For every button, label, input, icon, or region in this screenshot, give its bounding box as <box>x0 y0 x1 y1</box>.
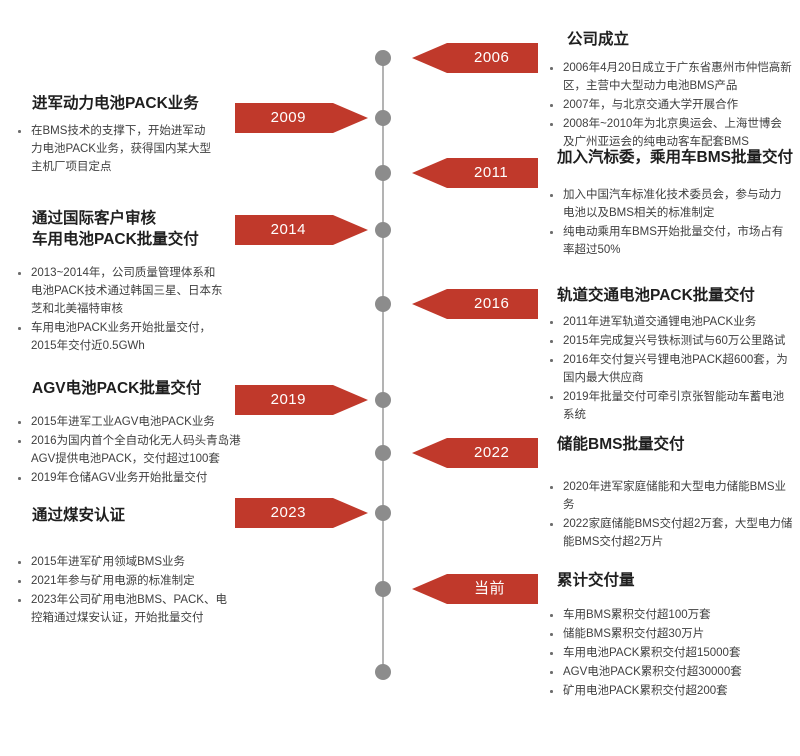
event-bullets-2016: 2011年进军轨道交通锂电池PACK业务 2015年完成复兴号铁标测试与60万公… <box>548 313 788 425</box>
list-item: 2015年进军工业AGV电池PACK业务 <box>16 413 248 431</box>
timeline-dot <box>375 50 391 66</box>
list-item: 2013~2014年，公司质量管理体系和电池PACK技术通过韩国三星、日本东芝和… <box>16 264 224 318</box>
list-item: 车用电池PACK累积交付超15000套 <box>548 644 788 662</box>
list-item: 2020年进军家庭储能和大型电力储能BMS业务 <box>548 478 796 514</box>
event-bullets-current: 车用BMS累积交付超100万套 储能BMS累积交付超30万片 车用电池PACK累… <box>548 606 788 701</box>
event-heading-2023: 通过煤安认证 <box>32 507 126 524</box>
list-item: 2019年仓储AGV业务开始批量交付 <box>16 469 248 487</box>
event-bullets-2009: 在BMS技术的支撑下，开始进军动力电池PACK业务，获得国内某大型主机厂项目定点 <box>16 122 216 177</box>
event-bullets-2006: 2006年4月20日成立于广东省惠州市仲恺高新区，主营中大型动力电池BMS产品 … <box>548 59 792 152</box>
timeline-dot <box>375 165 391 181</box>
timeline-dot <box>375 392 391 408</box>
year-banner-2023[interactable]: 2023 <box>235 498 368 528</box>
list-item: 在BMS技术的支撑下，开始进军动力电池PACK业务，获得国内某大型主机厂项目定点 <box>16 122 216 176</box>
year-banner-2016[interactable]: 2016 <box>412 289 538 319</box>
timeline-dot <box>375 110 391 126</box>
list-item: 2015年进军矿用领域BMS业务 <box>16 553 234 571</box>
timeline-dot <box>375 664 391 680</box>
timeline-spine <box>382 57 384 672</box>
timeline-dot <box>375 505 391 521</box>
event-bullets-2011: 加入中国汽车标准化技术委员会，参与动力电池以及BMS相关的标准制定 纯电动乘用车… <box>548 186 786 260</box>
event-bullets-2022: 2020年进军家庭储能和大型电力储能BMS业务 2022家庭储能BMS交付超2万… <box>548 478 796 552</box>
year-banner-2014[interactable]: 2014 <box>235 215 368 245</box>
list-item: 2023年公司矿用电池BMS、PACK、电控箱通过煤安认证，开始批量交付 <box>16 591 234 627</box>
event-heading-2009: 进军动力电池PACK业务 <box>32 95 199 112</box>
event-heading-2006: 公司成立 <box>567 31 630 48</box>
event-bullets-2023: 2015年进军矿用领域BMS业务 2021年参与矿用电源的标准制定 2023年公… <box>16 553 234 628</box>
event-heading-2022: 储能BMS批量交付 <box>557 436 685 453</box>
year-banner-2022[interactable]: 2022 <box>412 438 538 468</box>
list-item: AGV电池PACK累积交付超30000套 <box>548 663 788 681</box>
list-item: 车用电池PACK业务开始批量交付，2015年交付近0.5GWh <box>16 319 224 355</box>
event-heading-2016: 轨道交通电池PACK批量交付 <box>557 287 755 304</box>
year-banner-current[interactable]: 当前 <box>412 574 538 604</box>
list-item: 2007年，与北京交通大学开展合作 <box>548 96 792 114</box>
list-item: 加入中国汽车标准化技术委员会，参与动力电池以及BMS相关的标准制定 <box>548 186 786 222</box>
list-item: 2015年完成复兴号铁标测试与60万公里路试 <box>548 332 788 350</box>
event-heading-current: 累计交付量 <box>557 572 635 589</box>
event-bullets-2019: 2015年进军工业AGV电池PACK业务 2016为国内首个全自动化无人码头青岛… <box>16 413 248 488</box>
event-bullets-2014: 2013~2014年，公司质量管理体系和电池PACK技术通过韩国三星、日本东芝和… <box>16 264 224 356</box>
year-banner-2009[interactable]: 2009 <box>235 103 368 133</box>
list-item: 2016为国内首个全自动化无人码头青岛港AGV提供电池PACK，交付超过100套 <box>16 432 248 468</box>
list-item: 储能BMS累积交付超30万片 <box>548 625 788 643</box>
year-banner-2011[interactable]: 2011 <box>412 158 538 188</box>
timeline-dot <box>375 222 391 238</box>
timeline-dot <box>375 581 391 597</box>
year-banner-2019[interactable]: 2019 <box>235 385 368 415</box>
list-item: 2008年~2010年为北京奥运会、上海世博会及广州亚运会的纯电动客车配套BMS <box>548 115 792 151</box>
list-item: 矿用电池PACK累积交付超200套 <box>548 682 788 700</box>
timeline-dot <box>375 296 391 312</box>
list-item: 2011年进军轨道交通锂电池PACK业务 <box>548 313 788 331</box>
list-item: 2022家庭储能BMS交付超2万套，大型电力储能BMS交付超2万片 <box>548 515 796 551</box>
list-item: 2016年交付复兴号锂电池PACK超600套，为国内最大供应商 <box>548 351 788 387</box>
timeline-dot <box>375 445 391 461</box>
list-item: 2021年参与矿用电源的标准制定 <box>16 572 234 590</box>
list-item: 2006年4月20日成立于广东省惠州市仲恺高新区，主营中大型动力电池BMS产品 <box>548 59 792 95</box>
year-banner-2006[interactable]: 2006 <box>412 43 538 73</box>
event-heading-2011: 加入汽标委，乘用车BMS批量交付 <box>557 149 793 166</box>
list-item: 2019年批量交付可牵引京张智能动车蓄电池系统 <box>548 388 788 424</box>
event-heading-2019: AGV电池PACK批量交付 <box>32 380 202 397</box>
list-item: 车用BMS累积交付超100万套 <box>548 606 788 624</box>
list-item: 纯电动乘用车BMS开始批量交付，市场占有率超过50% <box>548 223 786 259</box>
event-heading-2014: 通过国际客户审核 车用电池PACK批量交付 <box>32 210 199 248</box>
